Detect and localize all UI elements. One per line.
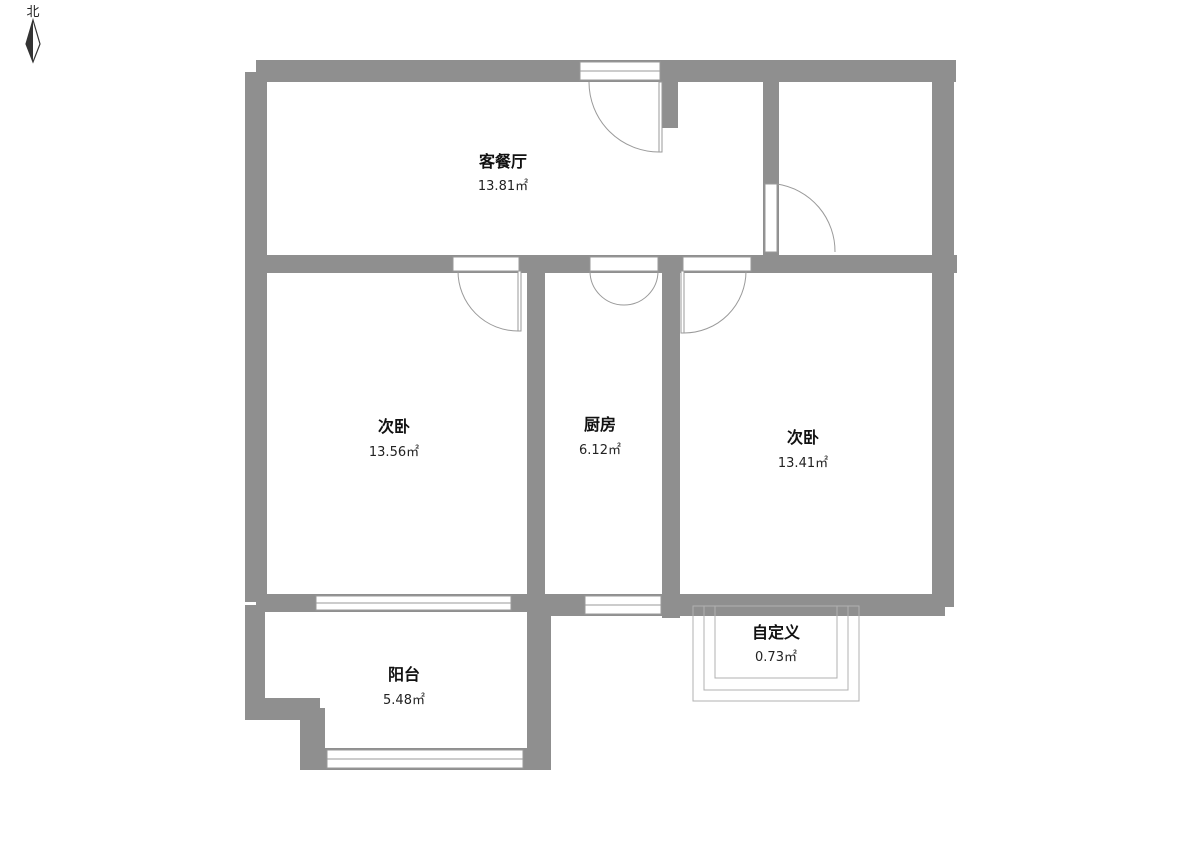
wall-kitchen-left bbox=[527, 268, 545, 618]
room-name: 自定义 bbox=[752, 623, 800, 642]
wall-lower-horizontal-right bbox=[662, 594, 945, 616]
wall-left-upper bbox=[245, 72, 267, 602]
room-label-living-dining: 客餐厅 13.81㎡ bbox=[478, 152, 528, 194]
room-name: 客餐厅 bbox=[479, 152, 527, 171]
doors bbox=[452, 81, 836, 334]
door-kitchen bbox=[589, 256, 659, 306]
room-area: 0.73㎡ bbox=[755, 650, 797, 665]
room-area: 13.41㎡ bbox=[778, 456, 828, 471]
room-label-bedroom-left: 次卧 13.56㎡ bbox=[369, 417, 419, 460]
room-area: 13.81㎡ bbox=[478, 179, 528, 194]
room-name: 阳台 bbox=[388, 665, 420, 684]
room-label-balcony: 阳台 5.48㎡ bbox=[383, 665, 425, 708]
wall-balcony-left bbox=[245, 605, 265, 720]
room-area: 6.12㎡ bbox=[579, 443, 621, 458]
wall-living-stub bbox=[662, 82, 678, 128]
door-entrance bbox=[588, 81, 663, 153]
window-kitchen-bottom bbox=[584, 595, 662, 615]
room-label-kitchen: 厨房 6.12㎡ bbox=[579, 415, 621, 458]
window-top bbox=[579, 61, 661, 81]
windows bbox=[315, 61, 662, 769]
door-bedroom-left bbox=[452, 256, 522, 332]
wall-kitchen-right bbox=[662, 268, 680, 618]
bay-window bbox=[692, 605, 860, 702]
wall-right bbox=[932, 72, 954, 607]
room-label-custom: 自定义 0.73㎡ bbox=[752, 623, 800, 665]
room-name: 厨房 bbox=[584, 415, 616, 434]
north-arrow-icon bbox=[25, 17, 41, 64]
room-area: 13.56㎡ bbox=[369, 445, 419, 460]
room-area: 5.48㎡ bbox=[383, 693, 425, 708]
room-name: 次卧 bbox=[787, 428, 819, 447]
window-bedroom-left-bottom bbox=[315, 595, 512, 611]
door-bedroom-right bbox=[680, 256, 752, 334]
room-name: 次卧 bbox=[378, 417, 410, 436]
compass: 北 bbox=[25, 5, 41, 64]
door-closet bbox=[764, 183, 836, 253]
window-balcony-bottom bbox=[326, 749, 524, 769]
wall-balcony-right bbox=[527, 605, 551, 770]
compass-label: 北 bbox=[26, 5, 39, 20]
room-label-bedroom-right: 次卧 13.41㎡ bbox=[778, 428, 828, 471]
